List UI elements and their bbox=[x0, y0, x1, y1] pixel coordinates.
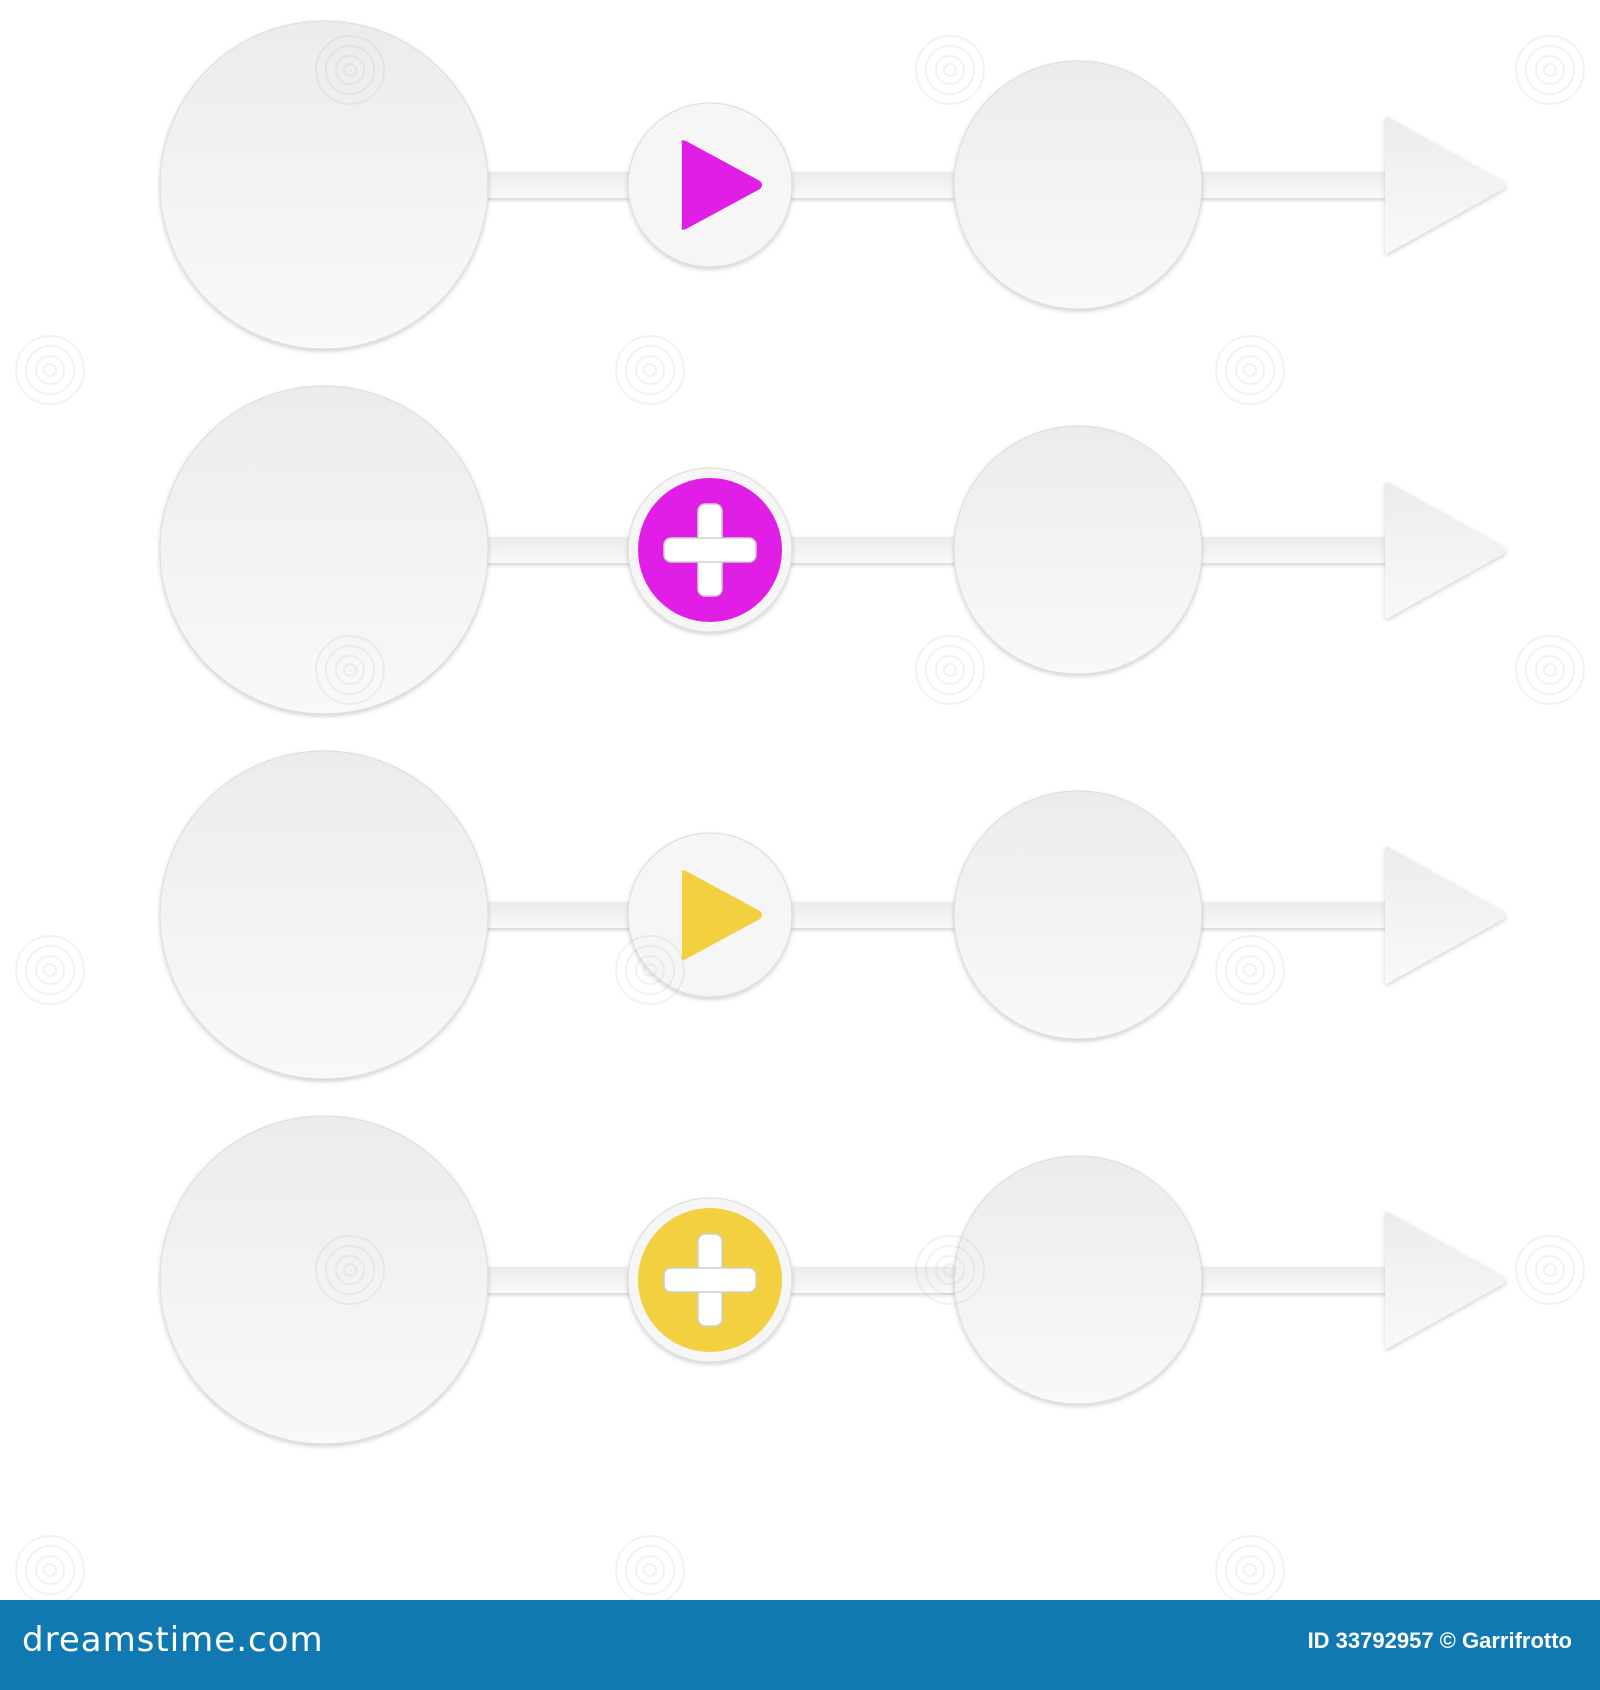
connector-bar bbox=[480, 902, 1390, 928]
timeline-row bbox=[159, 385, 1506, 715]
arrow-head-icon bbox=[1385, 846, 1506, 984]
medium-circle-placeholder bbox=[953, 60, 1203, 310]
connector-bar bbox=[480, 1267, 1390, 1293]
infographic-canvas bbox=[159, 20, 1506, 1445]
large-circle-placeholder bbox=[159, 1115, 489, 1445]
image-credit: ID 33792957 © Garrifrotto bbox=[1307, 1628, 1572, 1653]
arrow-head-icon bbox=[1385, 481, 1506, 619]
timeline-row bbox=[159, 750, 1506, 1080]
step-badge bbox=[627, 1197, 793, 1363]
plus-icon bbox=[663, 503, 757, 597]
step-badge bbox=[627, 467, 793, 633]
large-circle-placeholder bbox=[159, 20, 489, 350]
large-circle-placeholder bbox=[159, 750, 489, 1080]
plus-icon bbox=[663, 1233, 757, 1327]
medium-circle-placeholder bbox=[953, 425, 1203, 675]
timeline-row bbox=[159, 20, 1506, 350]
step-badge bbox=[627, 102, 793, 268]
medium-circle-placeholder bbox=[953, 790, 1203, 1040]
connector-bar bbox=[480, 172, 1390, 198]
step-badge bbox=[627, 832, 793, 998]
timeline-row bbox=[159, 1115, 1506, 1445]
play-icon bbox=[681, 870, 762, 960]
brand-logo-text[interactable]: dreamstime.com bbox=[22, 1620, 324, 1660]
connector-bar bbox=[480, 537, 1390, 563]
arrow-head-icon bbox=[1385, 1211, 1506, 1349]
play-icon bbox=[681, 140, 762, 230]
large-circle-placeholder bbox=[159, 385, 489, 715]
footer-bar: dreamstime.com ID 33792957 © Garrifrotto bbox=[0, 1600, 1600, 1690]
arrow-head-icon bbox=[1385, 116, 1506, 254]
medium-circle-placeholder bbox=[953, 1155, 1203, 1405]
